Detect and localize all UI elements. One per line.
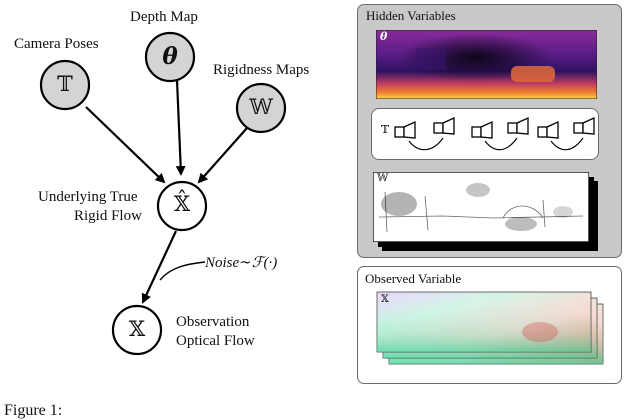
edge-rigidflow-to-observation [141,230,177,304]
rigidness-maps-node [235,82,287,134]
observation-node [111,304,163,356]
rigid-image-symbol: 𝕎 [377,173,389,184]
edge-depth-to-rigidflow [175,79,186,176]
pose-panel-symbol: 𝕋 [381,123,390,136]
camera-pyramid-4 [507,116,529,135]
flow-layer-front [376,291,592,353]
depth-map-node [144,31,196,83]
camera-pyramid-1 [394,120,416,139]
figure-caption: Figure 1: [4,402,63,419]
depth-map-label: Depth Map [130,9,198,25]
noise-label: Noise∼ℱ(·) [205,255,278,271]
rigidness-map-image [373,172,589,242]
rigidness-maps-label: Rigidness Maps [213,62,310,78]
camera-pyramid-5 [537,120,559,139]
rigid-flow-node [156,180,208,232]
pose-arc-1 [408,137,444,151]
depth-image-symbol: θ [380,30,388,43]
rigidness-maps-symbol: 𝕎 [249,95,273,119]
flow-image-symbol: 𝕏 [381,294,389,305]
camera-pyramid-2 [433,116,455,135]
camera-poses-drawing [394,116,595,151]
depth-map-image [376,30,597,99]
camera-pyramid-3 [471,120,493,139]
observation-symbol: 𝕏 [128,317,146,341]
rigid-flow-label-line1: Underlying True [38,189,138,205]
observation-label-line2: Optical Flow [176,333,255,349]
edge-rigidness-to-rigidflow [197,127,248,184]
depth-map-symbol: θ [162,43,178,70]
camera-poses-node [39,59,91,111]
camera-pyramid-6 [573,116,595,135]
edge-pose-to-rigidflow [85,106,166,184]
noise-connector [159,261,206,281]
camera-poses-label: Camera Poses [14,36,99,52]
optical-flow-stack [376,291,604,365]
camera-poses-symbol: 𝕋 [57,72,73,96]
pose-arc-3 [550,137,584,151]
pose-arc-2 [484,137,518,151]
observation-label-line1: Observation [176,314,250,330]
observed-panel-title: Observed Variable [365,271,462,286]
rigid-flow-symbol: 𝕏̂ [173,192,191,216]
hidden-panel-title: Hidden Variables [366,8,456,23]
rigid-flow-label-line2: Rigid Flow [74,208,142,224]
